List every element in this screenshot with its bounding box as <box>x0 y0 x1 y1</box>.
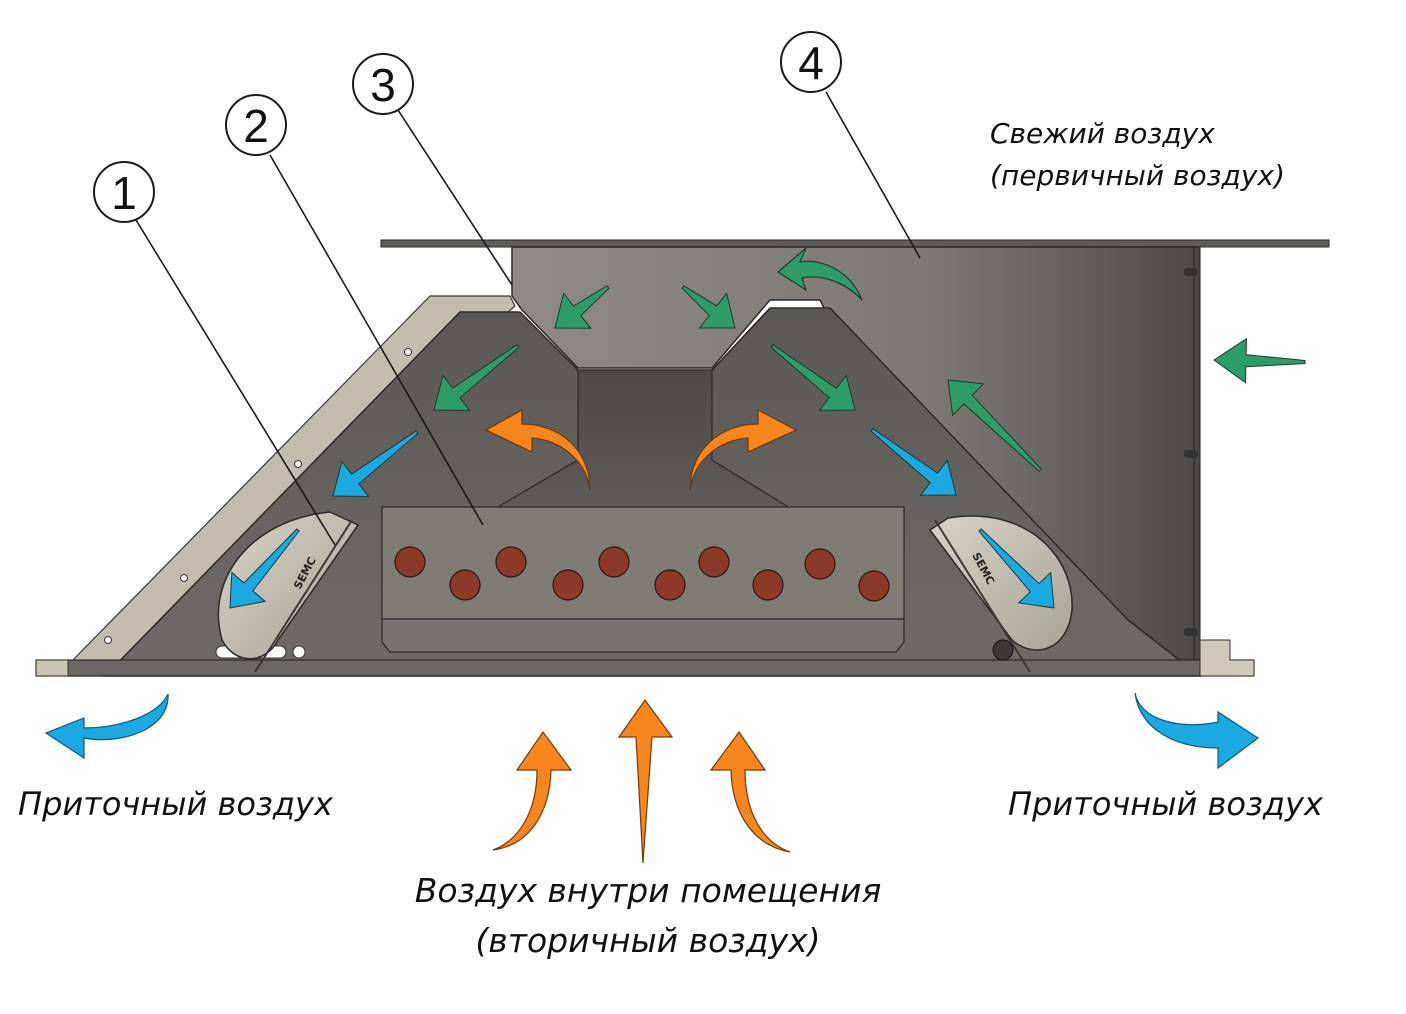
coil-tube <box>495 546 527 578</box>
svg-text:2: 2 <box>243 100 269 152</box>
heat-exchanger-panel <box>381 506 905 653</box>
primary-air-arrow <box>433 344 520 412</box>
bolt <box>1184 268 1198 276</box>
room-air-induced-arrow-left <box>484 408 591 491</box>
svg-text:3: 3 <box>370 59 396 111</box>
coil-tubes <box>394 546 890 602</box>
supply-air-out-arrow-left <box>44 693 169 760</box>
left-foot <box>35 659 69 677</box>
primary-air-inlet-arrow <box>1213 337 1306 384</box>
primary-air-arrow <box>554 285 610 329</box>
coil-tube <box>394 546 426 578</box>
coil-tube <box>858 570 890 602</box>
rivet-hole <box>404 348 412 356</box>
room-air-induced-arrow-right <box>689 409 798 491</box>
room-air-arrow-left <box>492 730 573 851</box>
rivet-hole <box>292 645 306 659</box>
primary-air-arrow <box>770 344 856 411</box>
coil-tube <box>752 569 784 601</box>
right-foot <box>1199 639 1255 677</box>
rivet-hole <box>180 574 188 582</box>
callout-3: 3 <box>352 53 414 115</box>
svg-text:1: 1 <box>111 167 137 219</box>
leader-2 <box>269 154 484 526</box>
primary-air-arrow <box>681 285 736 329</box>
supply-air-arrow <box>870 428 957 496</box>
nozzle-left: SEMC <box>217 511 360 673</box>
callout-2: 2 <box>225 94 287 156</box>
supply-air-nozzle-arrow <box>229 528 300 609</box>
room-air-label: Воздух внутри помещения <box>415 871 882 910</box>
coil-tube <box>654 569 686 601</box>
leader-3 <box>397 109 513 286</box>
callout-leaders <box>135 91 921 546</box>
bolt <box>1184 450 1198 458</box>
coil-tube <box>598 546 630 578</box>
supply-air-out-arrow-right <box>1134 692 1260 770</box>
nozzle-fitting <box>992 639 1014 661</box>
supply-air-label-right: Приточный воздух <box>1008 785 1324 823</box>
rivet-hole <box>294 460 302 468</box>
bottom-grille <box>35 659 1255 677</box>
supply-air-arrow <box>332 430 419 498</box>
supply-air-nozzle-arrow <box>978 528 1055 609</box>
primary-air-arrow <box>947 379 1042 472</box>
callout-4: 4 <box>780 31 842 93</box>
fresh-air-label: Свежий воздух <box>990 117 1215 150</box>
primary-air-curved-arrow <box>776 247 863 301</box>
top-flange <box>380 239 1330 248</box>
leader-4 <box>825 91 921 259</box>
callout-1: 1 <box>93 161 155 223</box>
airflow-arrows <box>44 247 1306 864</box>
leader-1 <box>135 219 336 546</box>
room-air-arrow-right <box>709 730 791 853</box>
rivet-hole <box>104 636 112 644</box>
primary-air-label: (первичный воздух) <box>990 159 1285 192</box>
nozzle-right: SEMC <box>928 515 1073 673</box>
coil-tube <box>449 569 481 601</box>
svg-text:4: 4 <box>798 37 824 89</box>
coil-tube <box>804 548 836 580</box>
bolt <box>1184 628 1198 636</box>
supply-air-label-left: Приточный воздух <box>18 785 334 823</box>
secondary-air-label: (вторичный воздух) <box>475 921 820 960</box>
room-air-arrow-center <box>617 698 674 864</box>
coil-tube <box>552 569 584 601</box>
coil-tube <box>698 546 730 578</box>
